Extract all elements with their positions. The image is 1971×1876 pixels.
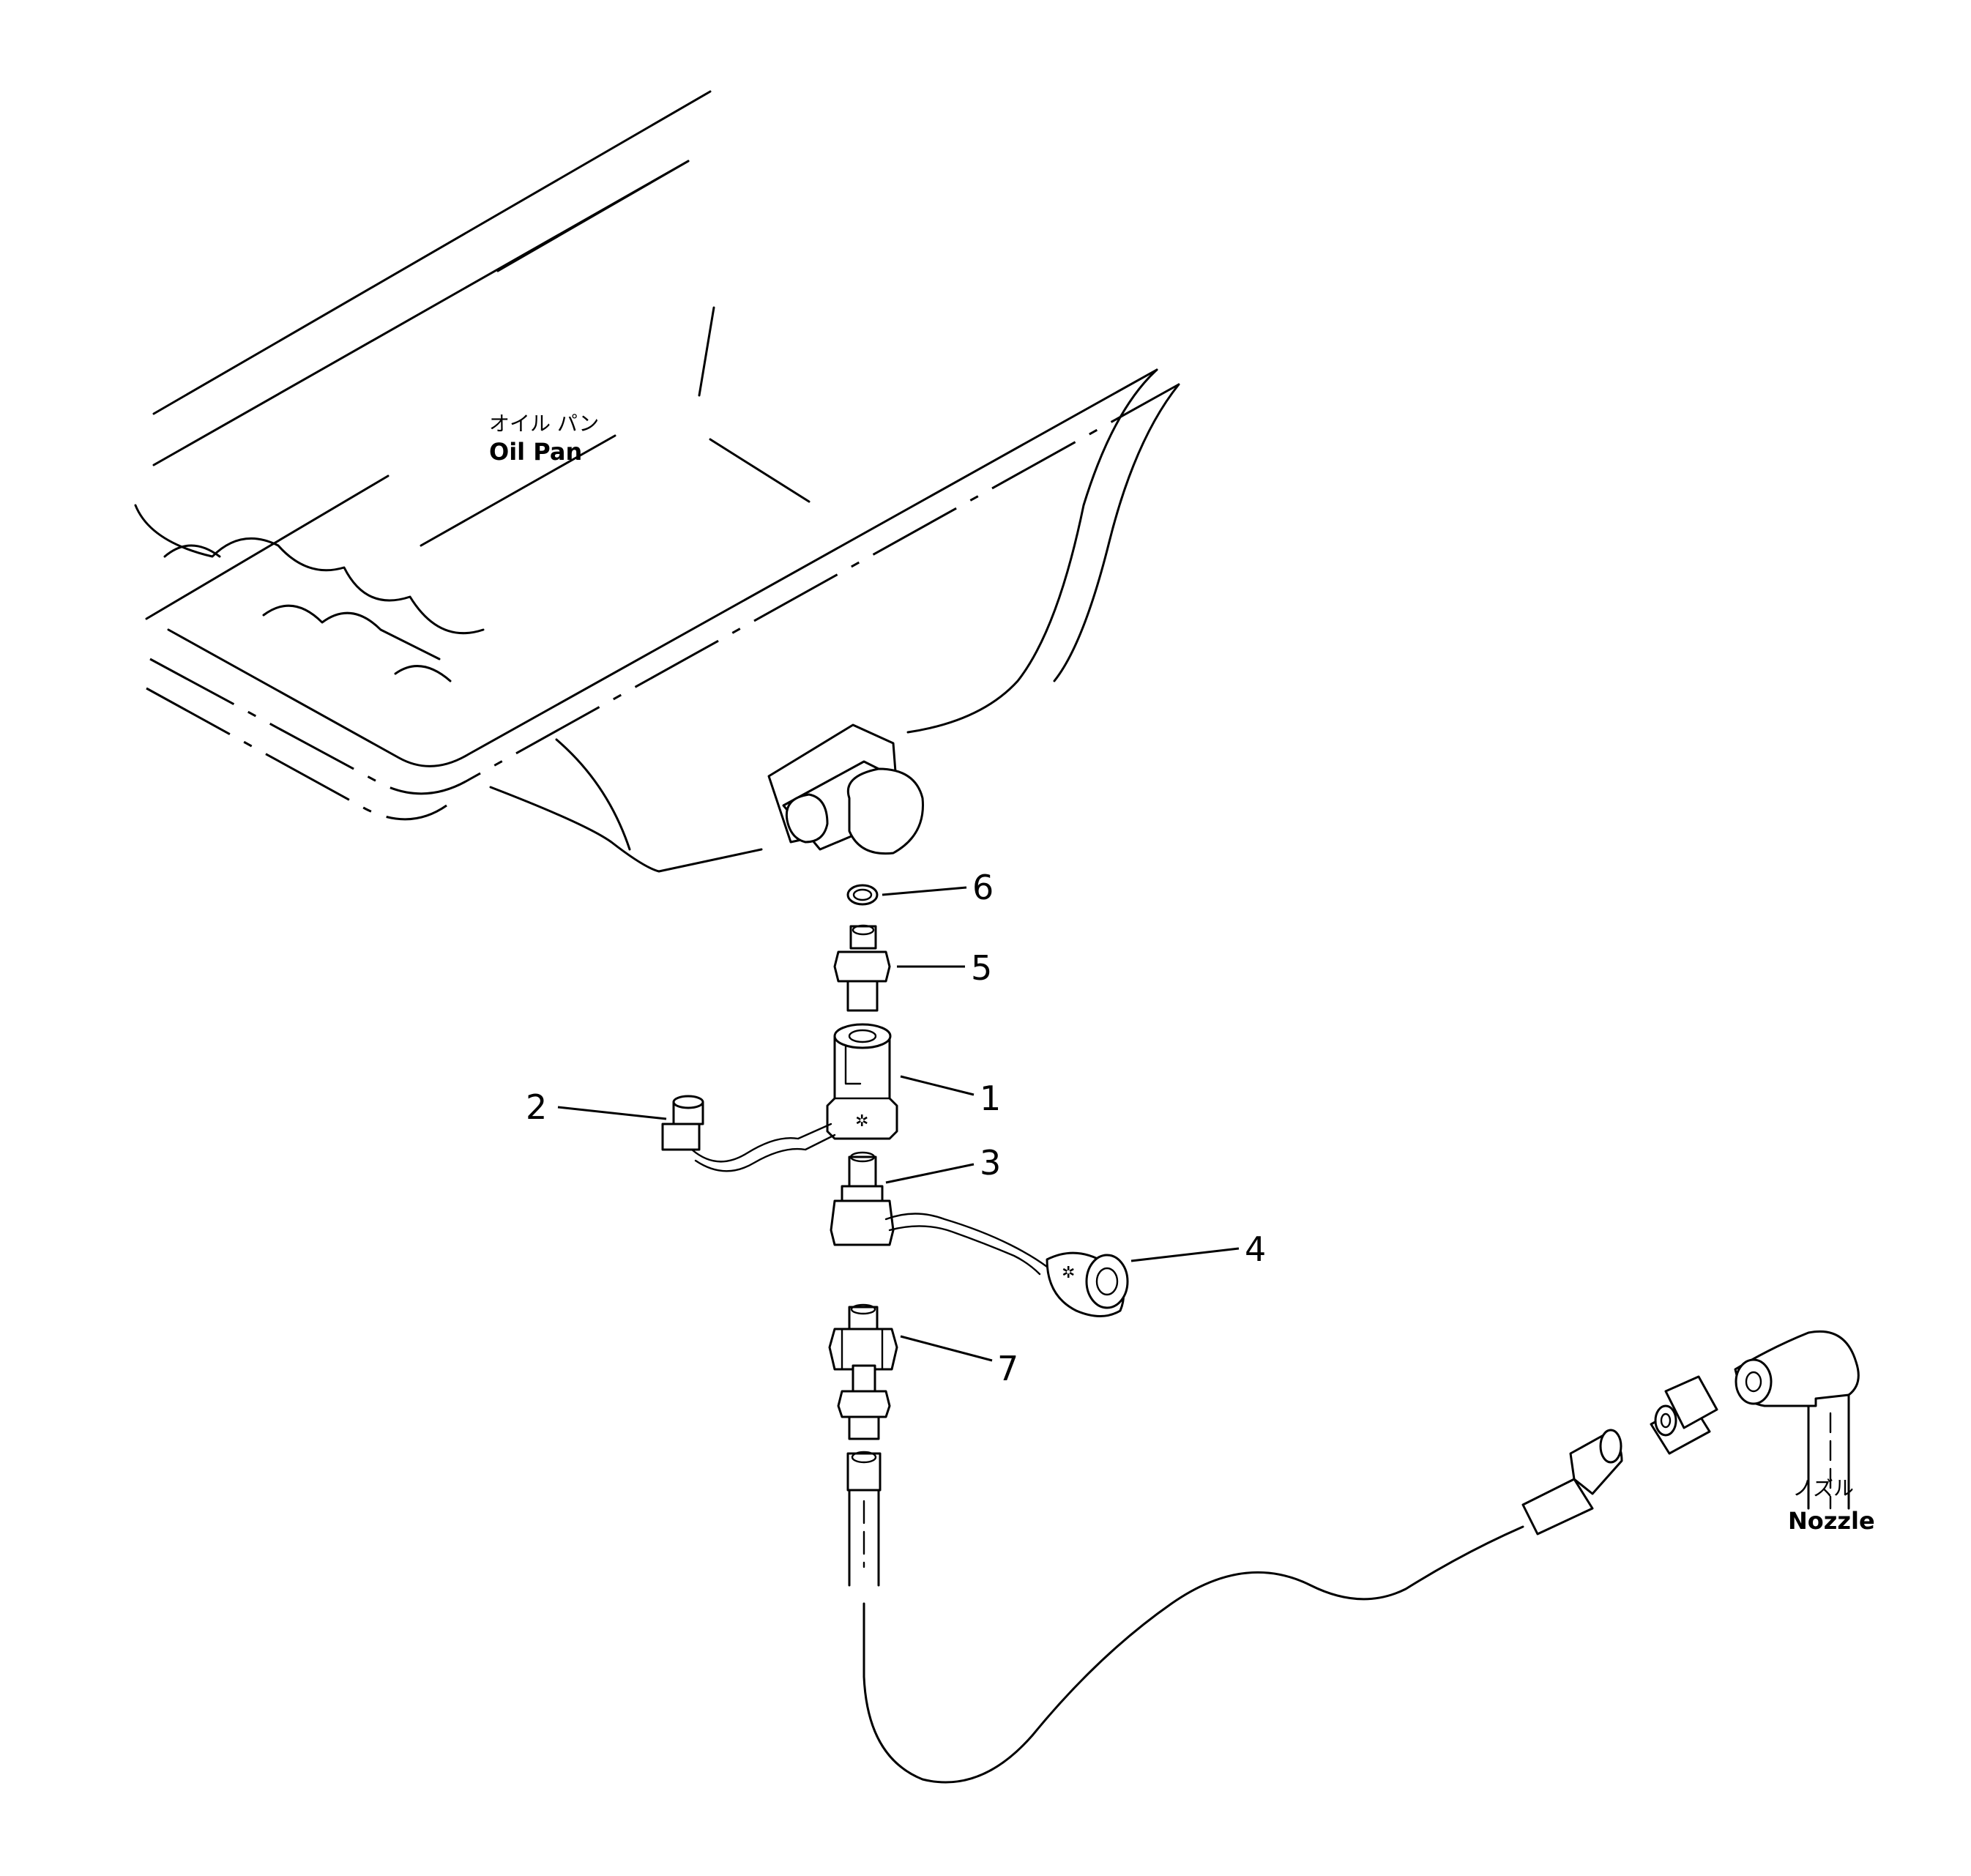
nozzle-label-jp: ノズル — [1792, 1476, 1854, 1500]
nozzle-drawing — [1734, 1330, 1860, 1510]
callout-1: 1 — [980, 1079, 1001, 1118]
coupler-body-part: ✲ — [826, 1023, 898, 1140]
nozzle-label-en: Nozzle — [1788, 1507, 1875, 1535]
callout-7: 7 — [997, 1349, 1018, 1388]
callout-5: 5 — [971, 948, 992, 988]
nut-part — [828, 1303, 898, 1371]
callout-4: 4 — [1245, 1229, 1266, 1269]
drain-hose — [862, 1525, 1524, 1784]
callout-2: 2 — [526, 1087, 547, 1127]
o-ring-part — [846, 884, 879, 906]
plug-part — [830, 1151, 895, 1246]
connector-part — [833, 924, 891, 1012]
callout-leaders — [557, 886, 1240, 1362]
svg-text:✲: ✲ — [855, 1112, 868, 1131]
hose-fitting-part — [837, 1364, 891, 1587]
oil-pan-label-en: Oil Pan — [489, 438, 582, 466]
dust-cap-part: ✲ — [884, 1213, 1129, 1317]
callout-6: 6 — [972, 868, 994, 907]
svg-text:✲: ✲ — [1062, 1264, 1075, 1282]
nozzle-end-fittings — [1521, 1375, 1718, 1536]
cap-part — [661, 1095, 836, 1172]
oil-pan-drawing — [134, 90, 1180, 873]
oil-pan-label-jp: オイル パン — [489, 412, 599, 436]
callout-3: 3 — [980, 1143, 1001, 1183]
